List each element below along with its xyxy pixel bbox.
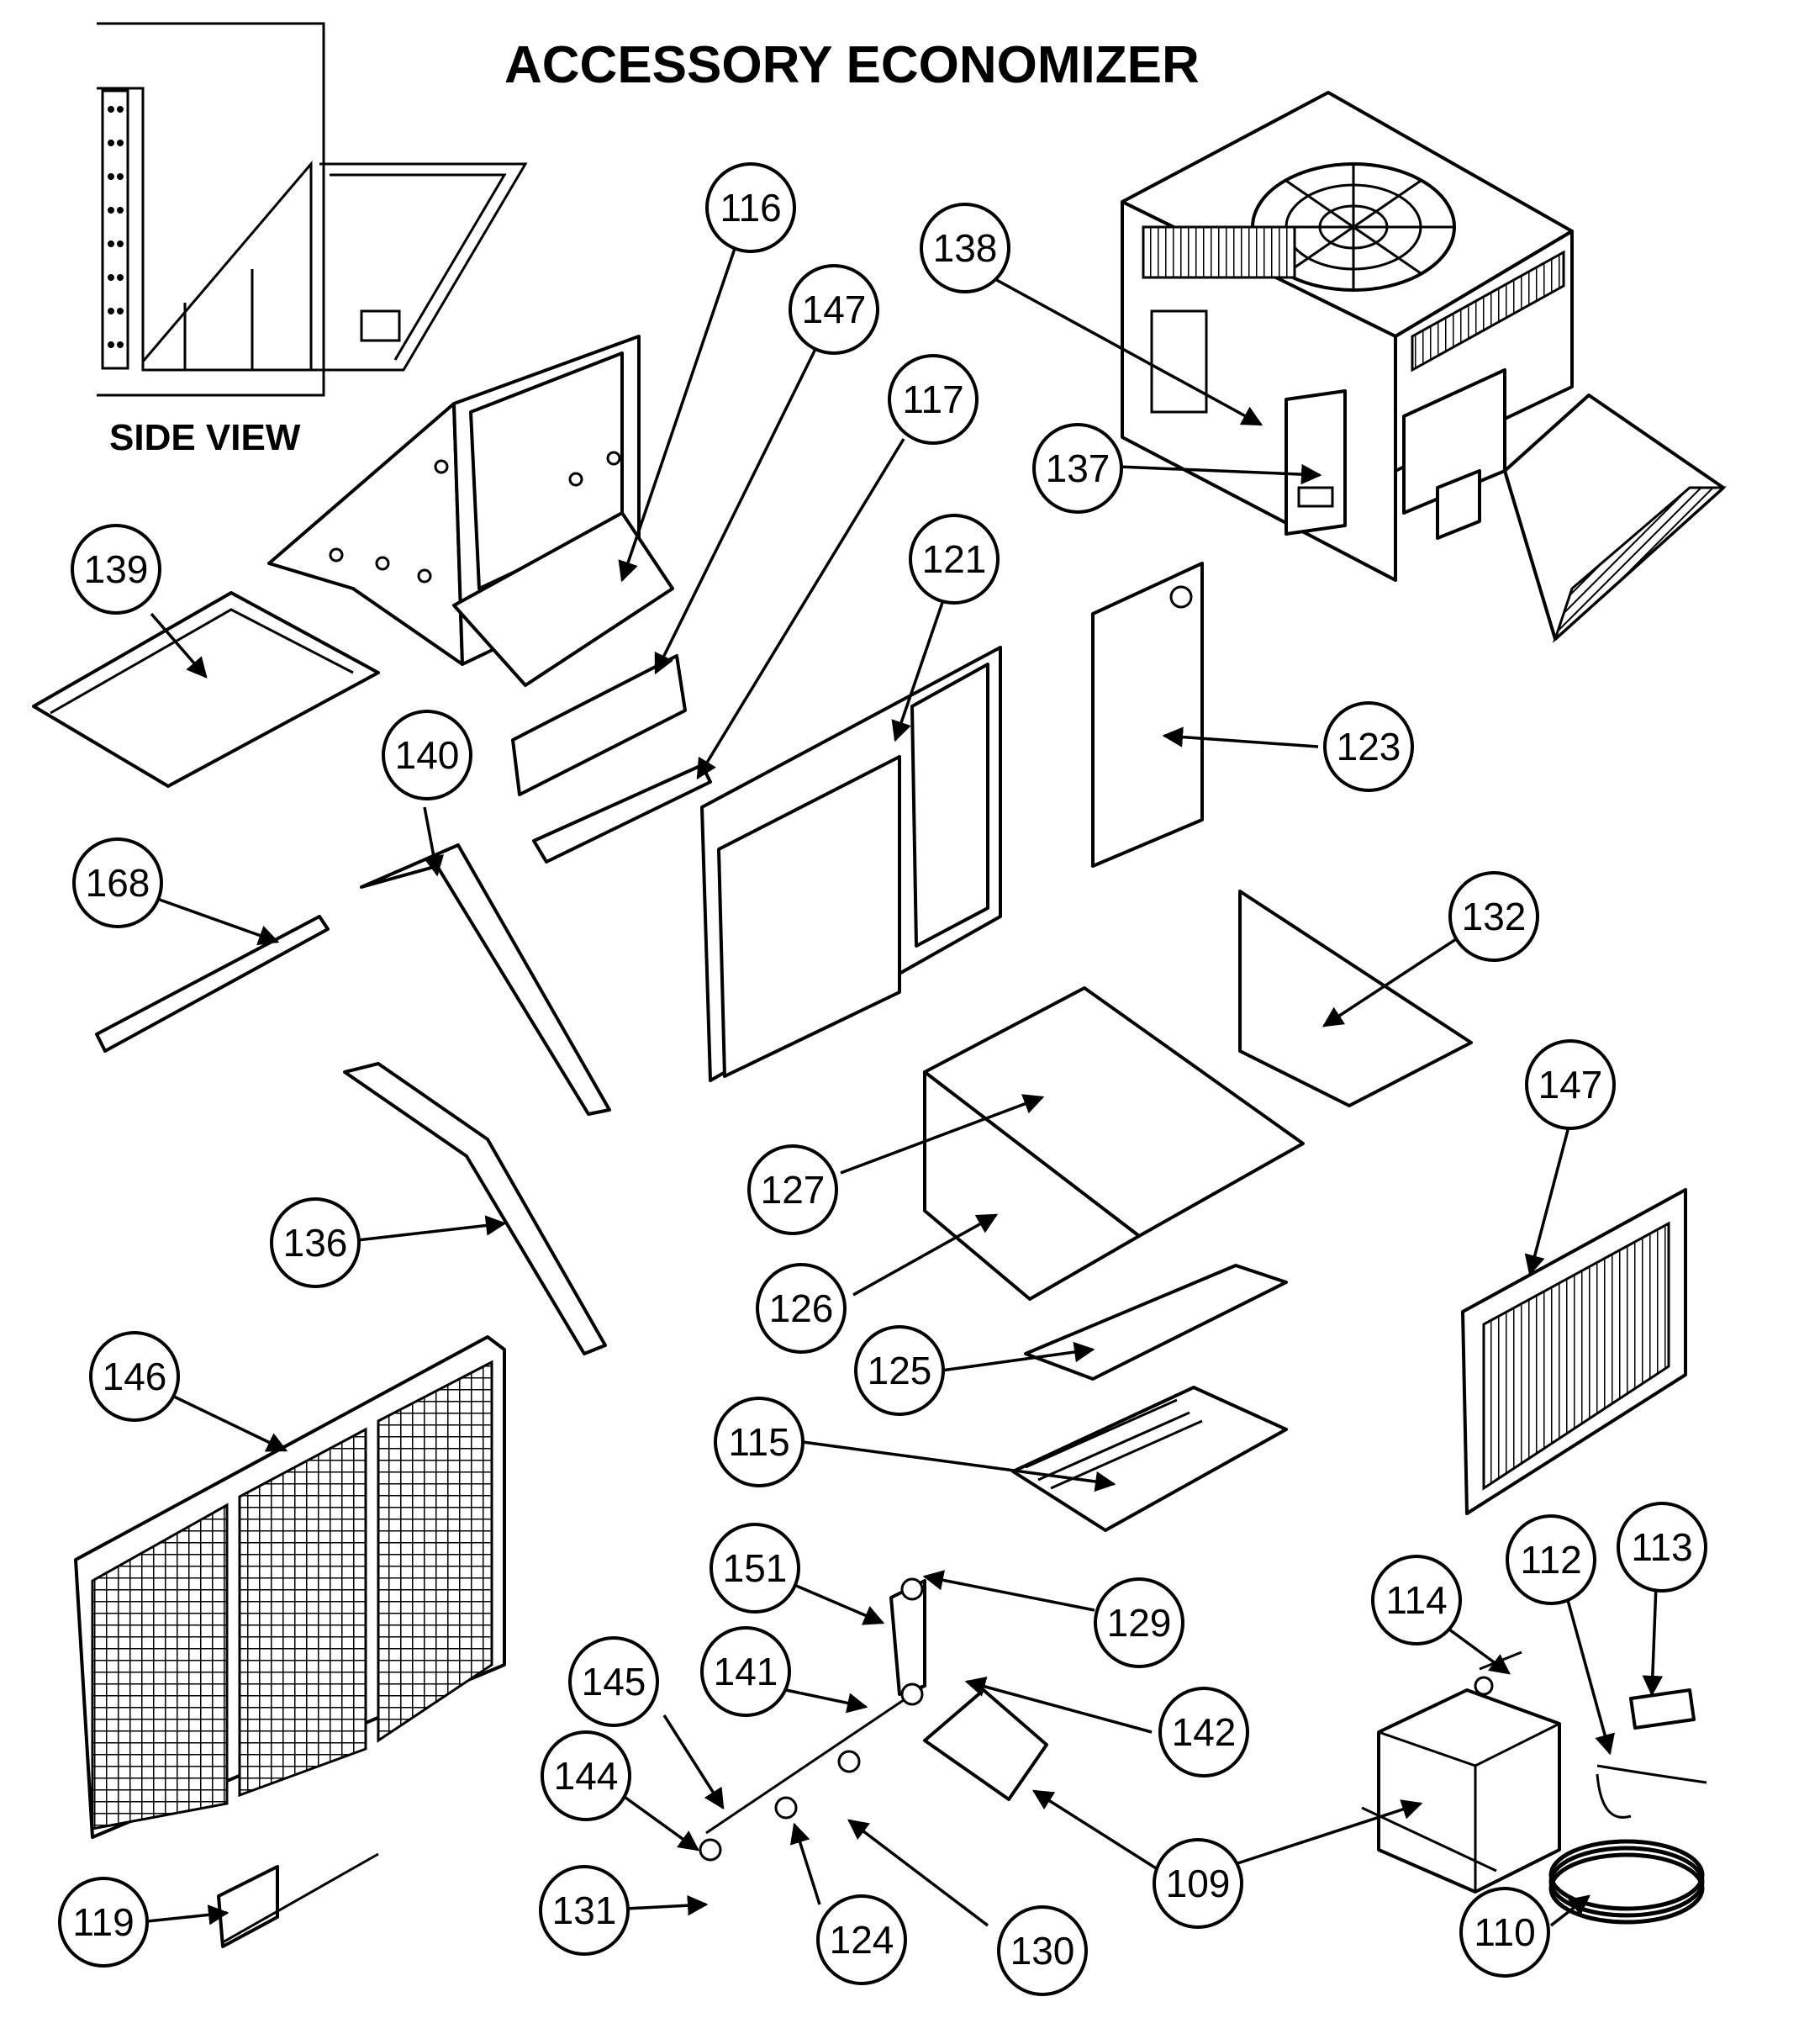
part-147-filter [1461, 1188, 1687, 1515]
callout-115: 115 [714, 1397, 804, 1487]
svg-text:126: 126 [769, 1286, 834, 1330]
callout-131: 131 [539, 1865, 630, 1956]
svg-text:113: 113 [1631, 1525, 1692, 1569]
callout-127: 127 [747, 1144, 838, 1235]
callout-144: 144 [541, 1730, 631, 1821]
svg-text:130: 130 [1010, 1929, 1075, 1973]
svg-text:129: 129 [1107, 1601, 1172, 1645]
svg-text:123: 123 [1337, 725, 1401, 769]
svg-text:119: 119 [72, 1900, 134, 1944]
svg-text:144: 144 [554, 1754, 619, 1798]
part-linkage-assembly [699, 1577, 1048, 1862]
svg-text:145: 145 [582, 1660, 646, 1704]
part-121-panel [700, 646, 1002, 1082]
leader-lines [146, 233, 1664, 1927]
callout-117: 117 [888, 354, 979, 445]
callout-112: 112 [1506, 1514, 1596, 1605]
part-140-bracket [360, 843, 611, 1116]
part-119-clip [217, 1865, 279, 1948]
part-115-damper [1011, 1386, 1288, 1532]
callout-130: 130 [997, 1905, 1088, 1996]
callout-121: 121 [909, 514, 1000, 605]
svg-text:168: 168 [86, 861, 150, 905]
callout-151: 151 [710, 1523, 800, 1614]
callout-109: 109 [1153, 1838, 1243, 1929]
svg-text:127: 127 [761, 1168, 826, 1212]
part-136-bracket [343, 1062, 607, 1355]
svg-text:132: 132 [1462, 895, 1527, 938]
callout-146: 146 [89, 1331, 180, 1422]
svg-text:140: 140 [395, 733, 460, 777]
callout-119: 119 [58, 1877, 149, 1968]
svg-text:110: 110 [1474, 1910, 1535, 1954]
svg-text:136: 136 [283, 1221, 348, 1265]
side-view-inset [97, 22, 528, 397]
part-112-sensor [1596, 1764, 1707, 1819]
part-147-small-panel [511, 654, 687, 796]
callout-136: 136 [270, 1197, 361, 1288]
callout-126: 126 [756, 1263, 847, 1354]
callout-110: 110 [1459, 1887, 1550, 1978]
callout-168: 168 [72, 837, 163, 928]
callout-147: 147 [789, 264, 879, 355]
callout-139: 139 [71, 524, 161, 615]
svg-text:138: 138 [933, 226, 998, 270]
svg-text:139: 139 [84, 547, 149, 591]
svg-text:115: 115 [728, 1420, 789, 1464]
svg-text:131: 131 [552, 1888, 617, 1932]
callout-141: 141 [700, 1626, 791, 1717]
callout-125: 125 [854, 1325, 945, 1416]
svg-text:147: 147 [802, 288, 867, 331]
svg-text:112: 112 [1520, 1538, 1581, 1582]
callout-147-right: 147 [1525, 1039, 1616, 1130]
rooftop-unit [1121, 91, 1727, 643]
svg-text:116: 116 [720, 186, 781, 230]
part-110-harness [1548, 1839, 1705, 1925]
svg-text:117: 117 [902, 378, 963, 421]
side-view-label: SIDE VIEW [109, 417, 301, 458]
part-146-filter [74, 1335, 506, 1839]
svg-text:124: 124 [830, 1918, 894, 1962]
part-127-126-tray [923, 986, 1305, 1301]
diagram-title: ACCESSORY ECONOMIZER [504, 36, 1200, 94]
part-168-angle [95, 915, 330, 1053]
callout-113: 113 [1617, 1502, 1707, 1593]
svg-text:146: 146 [103, 1355, 167, 1398]
svg-text:137: 137 [1046, 446, 1110, 490]
svg-text:147: 147 [1538, 1063, 1603, 1107]
callout-140: 140 [382, 710, 472, 800]
callout-142: 142 [1158, 1687, 1249, 1778]
part-125-angle [1024, 1264, 1288, 1381]
callout-132: 132 [1448, 871, 1539, 962]
part-actuator-motor [1361, 1651, 1561, 1894]
svg-text:121: 121 [922, 537, 987, 581]
part-132-panel [1238, 890, 1473, 1107]
part-117-angle [532, 763, 712, 864]
callout-145: 145 [568, 1636, 659, 1727]
callout-138: 138 [920, 203, 1010, 293]
part-hood-assembly [267, 335, 674, 687]
callout-116: 116 [705, 162, 796, 253]
callout-124: 124 [816, 1894, 907, 1985]
part-123-panel [1091, 562, 1204, 868]
callout-137: 137 [1032, 423, 1123, 514]
svg-text:125: 125 [868, 1349, 932, 1392]
callout-114: 114 [1371, 1555, 1462, 1645]
callout-129: 129 [1094, 1577, 1184, 1668]
svg-text:142: 142 [1172, 1710, 1237, 1754]
callout-123: 123 [1323, 701, 1414, 792]
svg-text:114: 114 [1385, 1578, 1447, 1622]
svg-text:109: 109 [1166, 1862, 1231, 1905]
svg-text:141: 141 [714, 1650, 778, 1693]
part-113-plate [1629, 1688, 1696, 1730]
part-139-panel [32, 591, 380, 788]
svg-text:151: 151 [723, 1546, 788, 1590]
